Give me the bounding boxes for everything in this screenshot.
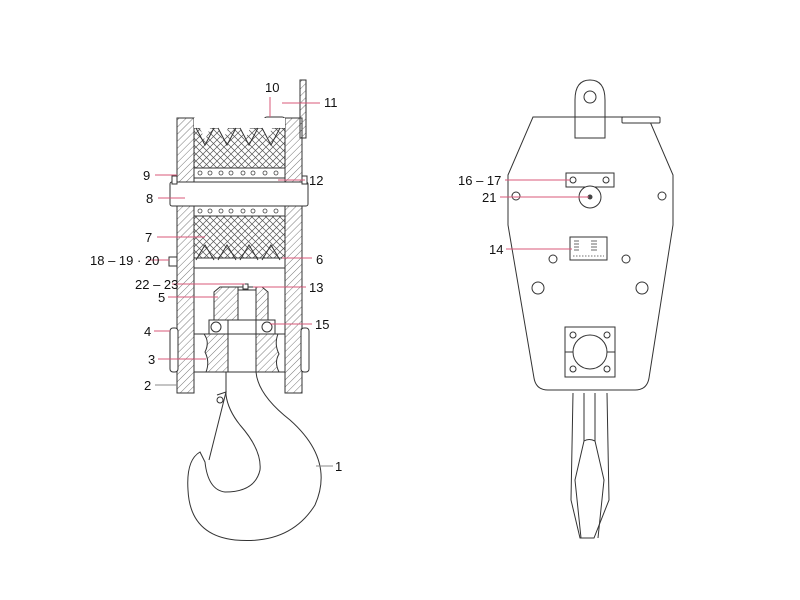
label-5: 5 bbox=[158, 290, 165, 305]
label-1: 1 bbox=[335, 459, 342, 474]
crosshead-3-right bbox=[255, 333, 280, 373]
cap-4-left bbox=[169, 327, 179, 373]
upper-sheaves bbox=[193, 118, 286, 179]
label-21: 21 bbox=[482, 190, 496, 205]
front-view bbox=[507, 79, 674, 539]
top-bar bbox=[621, 116, 661, 124]
label-18-19-20: 18 – 19 · 20 bbox=[90, 253, 159, 268]
hook-shank bbox=[570, 392, 610, 539]
label-10: 10 bbox=[265, 80, 279, 95]
label-6: 6 bbox=[316, 252, 323, 267]
callout-labels: 10 11 9 8 12 7 18 – 19 · 20 6 22 – 23 13… bbox=[90, 80, 503, 474]
cap-4-right bbox=[300, 327, 310, 373]
label-16-17: 16 – 17 bbox=[458, 173, 501, 188]
label-8: 8 bbox=[146, 191, 153, 206]
section-leaders bbox=[148, 97, 333, 467]
label-14: 14 bbox=[489, 242, 503, 257]
safety-latch bbox=[208, 391, 227, 461]
label-9: 9 bbox=[143, 168, 150, 183]
front-leaders bbox=[500, 179, 589, 250]
label-2: 2 bbox=[144, 378, 151, 393]
plate-16-17 bbox=[565, 172, 615, 188]
set-screw-13 bbox=[242, 283, 249, 290]
shaft-8 bbox=[169, 181, 309, 207]
nut-5-right bbox=[255, 286, 269, 321]
label-13: 13 bbox=[309, 280, 323, 295]
label-22-23: 22 – 23 bbox=[135, 277, 178, 292]
hook-1 bbox=[187, 371, 322, 542]
label-4: 4 bbox=[144, 324, 151, 339]
nut-5-left bbox=[213, 286, 239, 321]
crosshead-3-left bbox=[203, 333, 229, 373]
label-12: 12 bbox=[309, 173, 323, 188]
label-15: 15 bbox=[315, 317, 329, 332]
nameplate-14 bbox=[569, 236, 608, 261]
label-11: 11 bbox=[324, 95, 338, 110]
lower-sheaves bbox=[193, 205, 286, 269]
bolt-18-19-20 bbox=[168, 256, 178, 267]
right-side-plate bbox=[284, 117, 303, 394]
left-side-plate bbox=[176, 117, 195, 394]
label-7: 7 bbox=[145, 230, 152, 245]
section-view bbox=[168, 79, 322, 542]
plate-11 bbox=[299, 79, 307, 139]
label-3: 3 bbox=[148, 352, 155, 367]
